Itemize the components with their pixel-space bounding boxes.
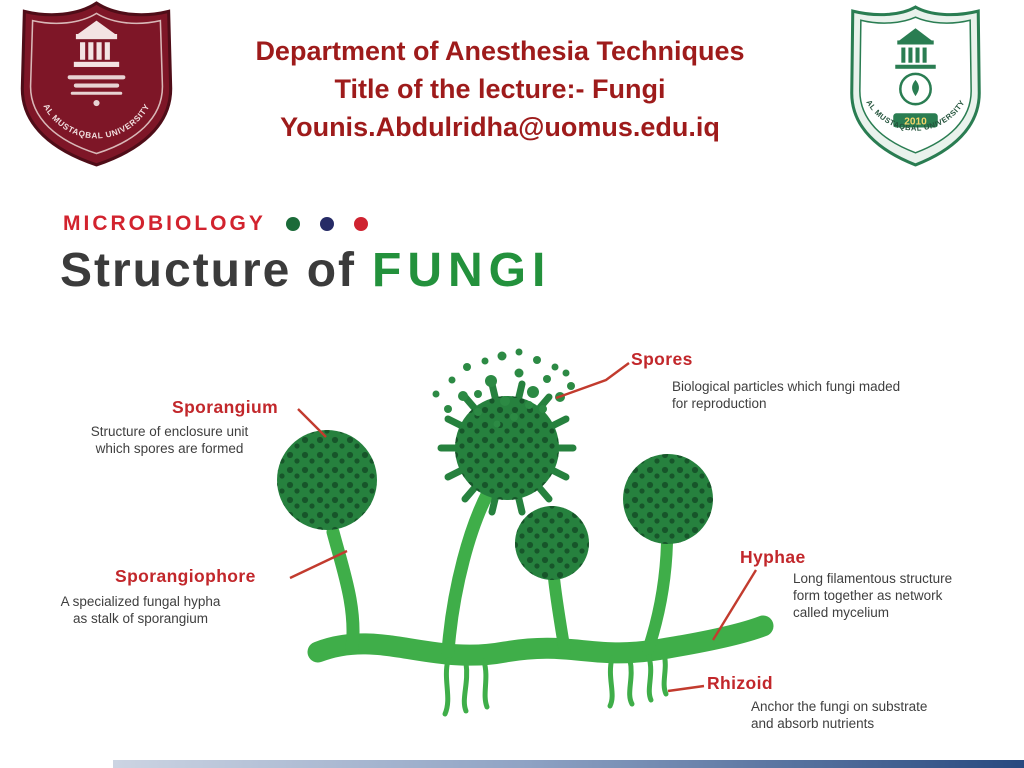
callout-line-spores bbox=[555, 362, 630, 400]
flame-icon bbox=[912, 79, 919, 97]
shield-inner-border bbox=[29, 12, 164, 155]
sporangia bbox=[277, 396, 713, 580]
red-dot-icon bbox=[353, 217, 368, 231]
description-sporangium: Structure of enclosure unit which spores… bbox=[90, 424, 249, 456]
microbiology-label: MICROBIOLOGY bbox=[63, 212, 266, 235]
navy-dot-icon bbox=[319, 217, 334, 231]
callout-lines bbox=[289, 362, 758, 693]
university-building-icon bbox=[895, 28, 936, 69]
label-sporangium: Sporangium bbox=[172, 397, 279, 417]
university-logo-left-emblem: AL MUSTAQBAL UNIVERSITY bbox=[20, 1, 173, 167]
microbiology-heading: MICROBIOLOGY bbox=[63, 212, 368, 236]
description-rhizoid: Anchor the fungi on substrate and absorb… bbox=[751, 699, 928, 731]
rhizoid-roots bbox=[442, 651, 669, 717]
header-department-line: Department of Anesthesia Techniques bbox=[255, 36, 745, 66]
figure-title-prefix: Structure of bbox=[60, 244, 357, 297]
callout-line-rhizoid bbox=[667, 684, 705, 693]
footer-accent-bar bbox=[113, 760, 1024, 768]
callout-line-hyphae bbox=[711, 569, 758, 641]
university-logo-right: 2010 AL MUSTAQBAL UNIVERSITY bbox=[843, 2, 988, 172]
university-logo-right-emblem: 2010 AL MUSTAQBAL UNIVERSITY bbox=[850, 5, 981, 167]
sporangium-small-texture bbox=[515, 506, 589, 580]
flame-ring-icon bbox=[899, 72, 932, 106]
university-logo-left: AL MUSTAQBAL UNIVERSITY bbox=[14, 0, 179, 170]
university-building-icon bbox=[73, 20, 120, 67]
description-hyphae: Long filamentous structure form together… bbox=[793, 571, 953, 620]
header-email-line: Younis.Abdulridha@uomus.edu.iq bbox=[280, 112, 720, 142]
horizontal-hypha-stem bbox=[307, 615, 774, 666]
description-spores: Biological particles which fungi maded f… bbox=[672, 379, 901, 411]
sporangiophore-stalk-small bbox=[548, 572, 571, 658]
sporangium-right-texture bbox=[623, 454, 713, 544]
year-banner bbox=[893, 113, 938, 128]
header-lecture-title-line: Title of the lecture:- Fungi bbox=[334, 74, 666, 104]
sporangium-left-texture bbox=[277, 430, 377, 530]
sporangium-center-texture bbox=[455, 396, 559, 500]
label-spores: Spores bbox=[631, 349, 693, 369]
label-rhizoid: Rhizoid bbox=[707, 673, 773, 693]
figure-title-highlight: FUNGI bbox=[372, 244, 552, 297]
sporangiophore-stalk-left bbox=[326, 525, 360, 655]
logo-right-year: 2010 bbox=[904, 116, 927, 127]
label-hyphae: Hyphae bbox=[740, 547, 806, 567]
figure-title: Structure of FUNGI bbox=[60, 243, 551, 298]
callout-line-sporangium bbox=[297, 408, 327, 438]
spore-cluster bbox=[432, 348, 575, 428]
label-sporangiophore: Sporangiophore bbox=[115, 566, 256, 586]
slide-header: Department of Anesthesia Techniques Titl… bbox=[20, 32, 980, 146]
green-dot-icon bbox=[285, 217, 300, 231]
arabic-text-lines bbox=[67, 75, 126, 107]
description-sporangiophore: A specialized fungal hypha as stalk of s… bbox=[60, 594, 221, 626]
sporangiophore-stalk-right bbox=[642, 537, 673, 656]
callout-line-sporangiophore bbox=[289, 549, 348, 580]
